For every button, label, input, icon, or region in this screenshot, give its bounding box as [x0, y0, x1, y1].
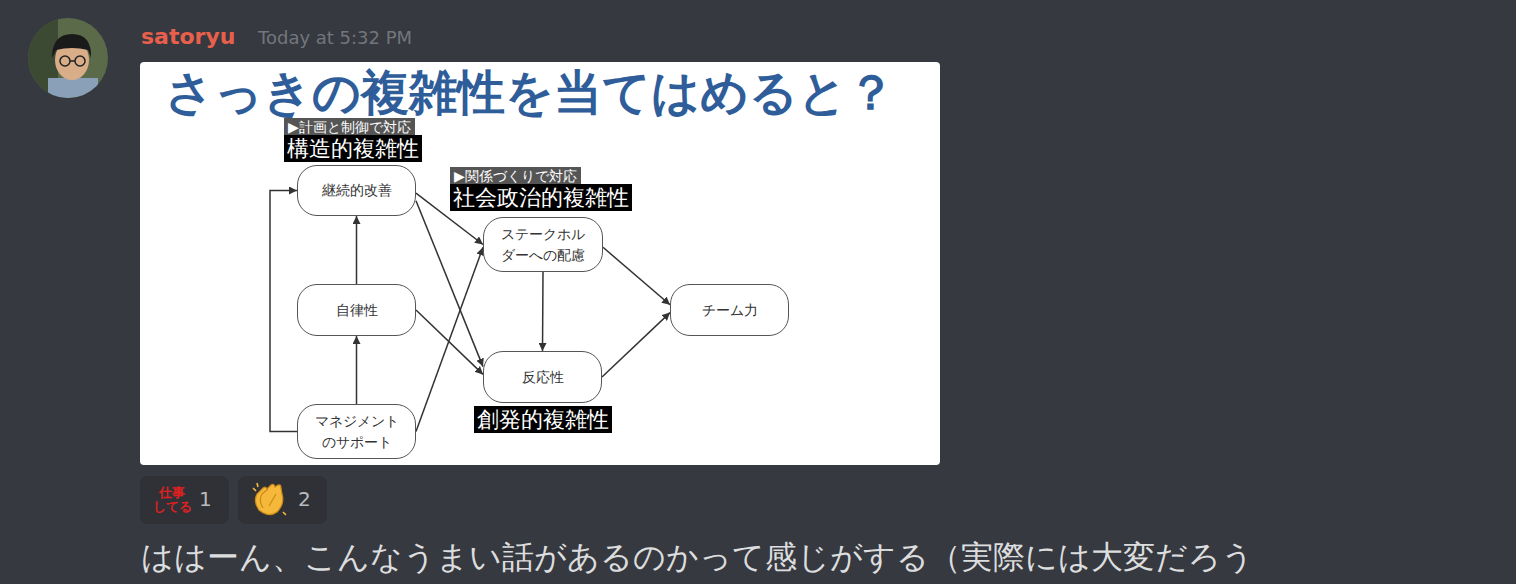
box-label: 継続的改善 [322, 180, 392, 200]
box-label: ステークホルダーへの配慮 [498, 224, 588, 265]
complexity-label: 構造的複雑性 [284, 135, 422, 162]
approach-note: ▶関係づくりで対応 [450, 167, 581, 185]
user-avatar [28, 18, 108, 98]
arrow-connector [416, 310, 483, 374]
reaction-count: 1 [199, 487, 212, 511]
arrow-connector [356, 216, 358, 284]
approach-note: ▶計画と制御で対応 [284, 118, 415, 136]
box-label: マネジメントのサポート [312, 411, 401, 452]
process-box: 継続的改善 [297, 165, 416, 216]
message-text: ははーん、こんなうまい話があるのかって感じがする（実際には大変だろう [141, 536, 1254, 580]
arrow-connector [603, 247, 670, 304]
process-box: チーム力 [670, 284, 789, 336]
slide-title: さっきの複雑性を当てはめると？ [165, 64, 895, 122]
box-label: チーム力 [702, 300, 758, 320]
box-label: 自律性 [336, 300, 378, 320]
process-box: マネジメントのサポート [297, 404, 416, 459]
arrow-connector [270, 191, 297, 432]
clap-emoji [249, 480, 289, 520]
process-box: ステークホルダーへの配慮 [483, 217, 603, 272]
arrow-connector [602, 313, 670, 377]
box-label: 反応性 [522, 367, 564, 387]
process-box: 反応性 [483, 351, 602, 403]
process-box: 自律性 [297, 284, 416, 336]
user-name: satoryu [141, 24, 235, 49]
arrow-connector [416, 247, 483, 431]
timestamp: Today at 5:32 PM [258, 27, 412, 48]
reaction-count: 2 [298, 487, 311, 511]
custom-emoji: 仕事 してる [152, 486, 192, 513]
complexity-label: 創発的複雑性 [474, 406, 612, 433]
complexity-label: 社会政治的複雑性 [450, 184, 632, 211]
arrow-connector [542, 272, 544, 351]
arrow-connector [356, 336, 358, 404]
